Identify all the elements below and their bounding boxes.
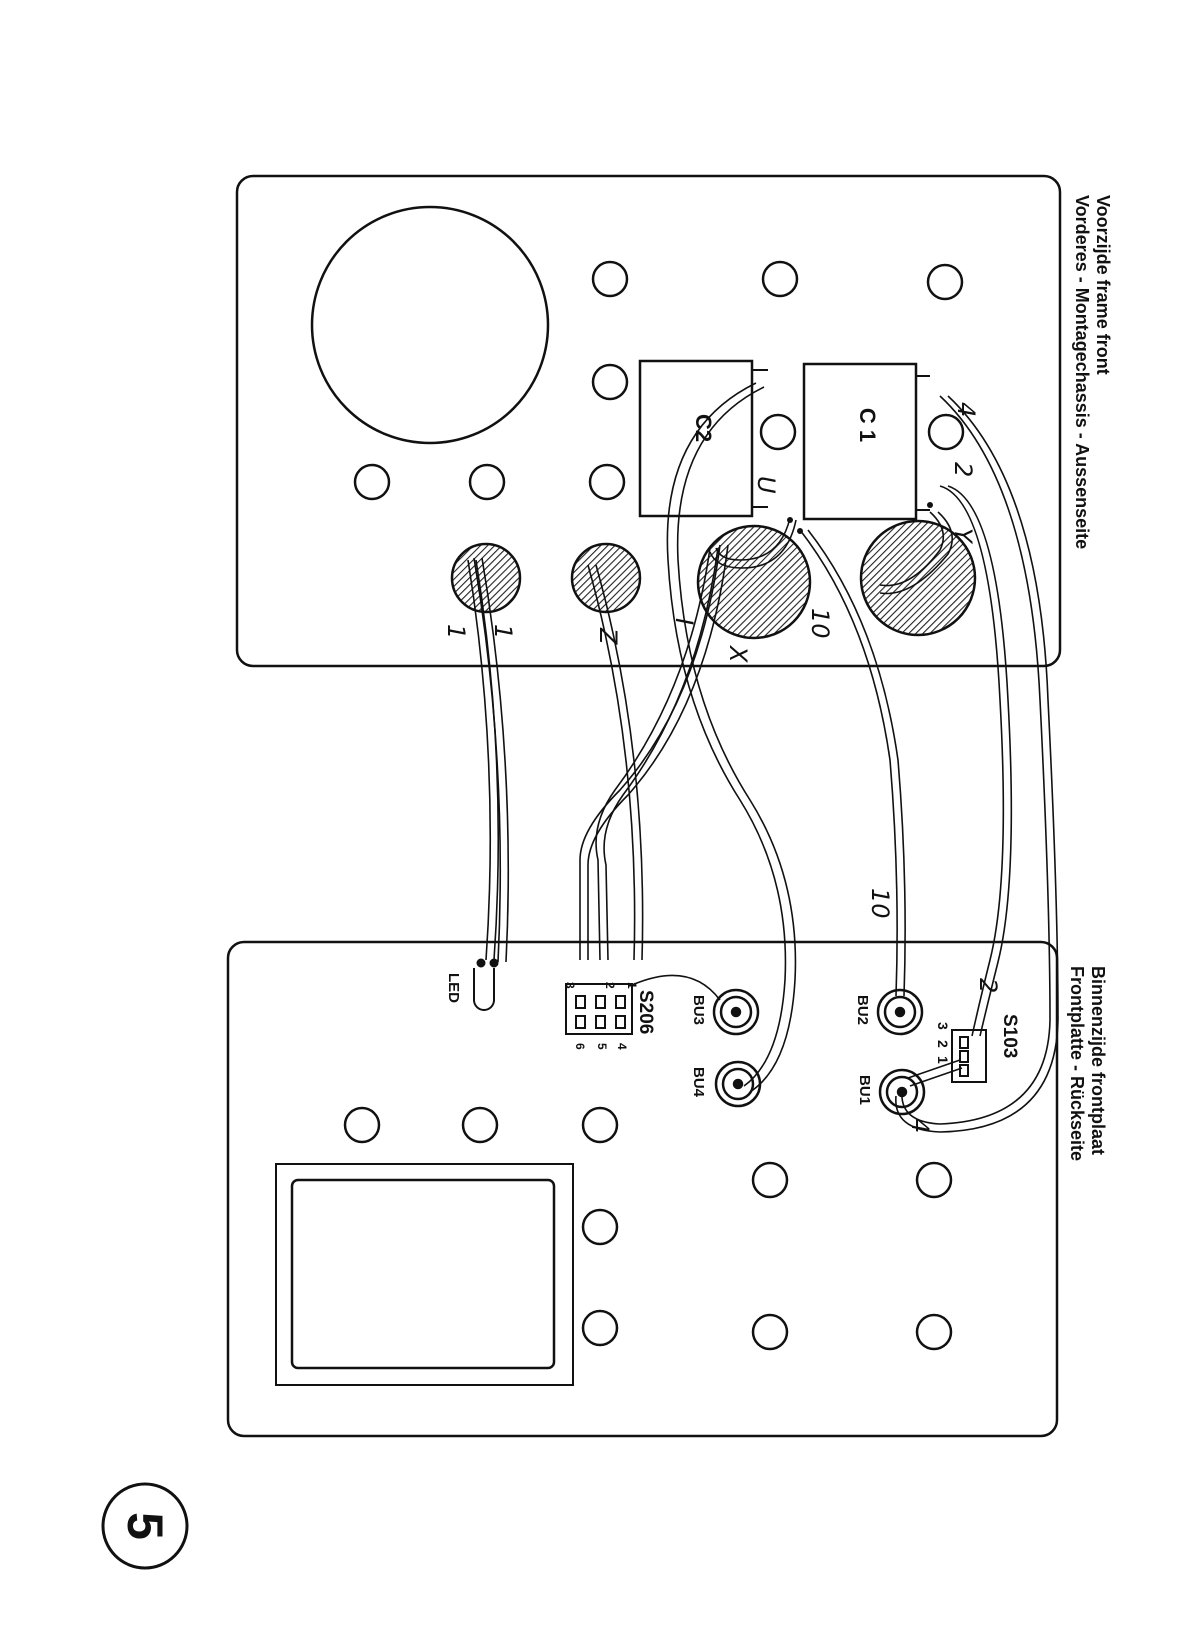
socket-bu4 [714,1060,762,1108]
s103-pin: 2 [935,1040,951,1048]
wire-label-4-top: 4 [952,402,980,417]
switch-s206 [565,983,633,1035]
wire-labels: 4 2 Y U 10 X I Z 1 1 10 2 4 [442,402,1002,1133]
switch-s103 [951,1029,987,1083]
wire-z [587,564,644,961]
frame-holes [353,260,965,501]
socket-bu2 [876,988,924,1036]
solder-points [787,502,933,534]
pot-z-knob [570,542,642,614]
wire-label-y: Y [949,528,977,545]
frame-hole [353,463,391,501]
socket-bu1-label: BU1 [856,1075,873,1105]
frame-hole [759,413,797,451]
frame-hole [591,363,629,401]
frame-hole [927,413,965,451]
wire-s206-bu3 [631,974,721,1001]
page-number-badge [101,1482,189,1570]
wire-u-junction [709,517,797,569]
socket-bu4-label: BU4 [690,1067,707,1098]
page-number: 5 [117,1512,173,1540]
led [473,958,499,1011]
frame-hole [468,463,506,501]
wire-i [595,547,719,961]
capacitor-c1-label: C 1 [855,408,880,442]
front-panel-heading-line2: Frontplatte - Rückseite [1067,966,1087,1161]
panel-hole [915,1161,953,1199]
frame-plate [235,174,1062,668]
display-window-outer [275,1163,574,1386]
pot-y-knob [859,519,977,637]
s206-pin: 6 [573,1043,587,1050]
socket-bu3-label: BU3 [690,995,707,1025]
s206-pin: 1 [625,982,639,989]
s206-pin: 2 [603,982,617,989]
socket-bu2-label: BU2 [854,995,871,1025]
capacitor-c1: C 1 [802,362,930,521]
panel-hole [581,1106,619,1144]
socket-bu1 [878,1068,926,1116]
socket-bu3 [712,988,760,1036]
frame-hole [761,260,799,298]
wires [467,382,1059,1133]
wire-led-pair [467,557,510,963]
wire-label-1-b: 1 [442,624,470,639]
capacitor-c2: C2 [638,359,768,518]
wire-label-i: I [670,618,698,625]
panel-hole [751,1161,789,1199]
display-window-inner [290,1178,556,1370]
panel-hole [343,1106,381,1144]
panel-hole [581,1208,619,1246]
wire-y [879,511,954,595]
front-panel-holes [343,1106,953,1351]
wire-x [579,544,729,960]
wire-4 [895,395,1059,1133]
s206-pin: 4 [615,1043,629,1050]
s103-pin: 1 [935,1056,951,1064]
wire-s103-bu1 [907,1059,963,1087]
switch-s206-pins-right: 6 5 4 [573,1043,629,1050]
wire-label-u: U [752,476,780,494]
frame-hole [591,260,629,298]
s103-pin: 3 [935,1022,951,1030]
led-label: LED [445,973,462,1003]
frame-large-opening [310,205,550,445]
s206-pin: 3 [563,982,577,989]
wire-u-to-bu4 [666,382,797,1093]
wire-label-1-a: 1 [489,624,517,639]
frame-hole [926,263,964,301]
wire-2 [939,485,1013,1037]
wire-label-10-mid: 10 [866,888,894,919]
wire-label-x: X [724,644,752,663]
wire-label-10-top: 10 [806,608,834,639]
front-panel-heading-line1: Binnenzijde frontplaat [1088,966,1108,1155]
wire-label-2-bottom: 2 [974,978,1002,993]
switch-s206-pins-left: 3 2 1 [563,982,639,989]
wire-10 [799,529,906,997]
frame-heading-line2: Vorderes - Montagechassis - Aussenseite [1072,195,1092,549]
panel-hole [751,1313,789,1351]
wire-label-2-top: 2 [949,462,977,477]
switch-s103-pins: 3 2 1 [935,1022,951,1064]
panel-hole [915,1313,953,1351]
switch-s103-label: S103 [999,1014,1020,1058]
panel-hole [461,1106,499,1144]
panel-hole [581,1309,619,1347]
switch-s206-label: S206 [635,990,656,1034]
wire-label-z: Z [594,627,622,645]
s206-pin: 5 [595,1043,609,1050]
frame-heading-line1: Voorzijde frame front [1093,195,1113,375]
wire-label-4-bottom: 4 [906,1118,934,1133]
frame-hole [588,463,626,501]
pot-x-knob [696,524,812,640]
